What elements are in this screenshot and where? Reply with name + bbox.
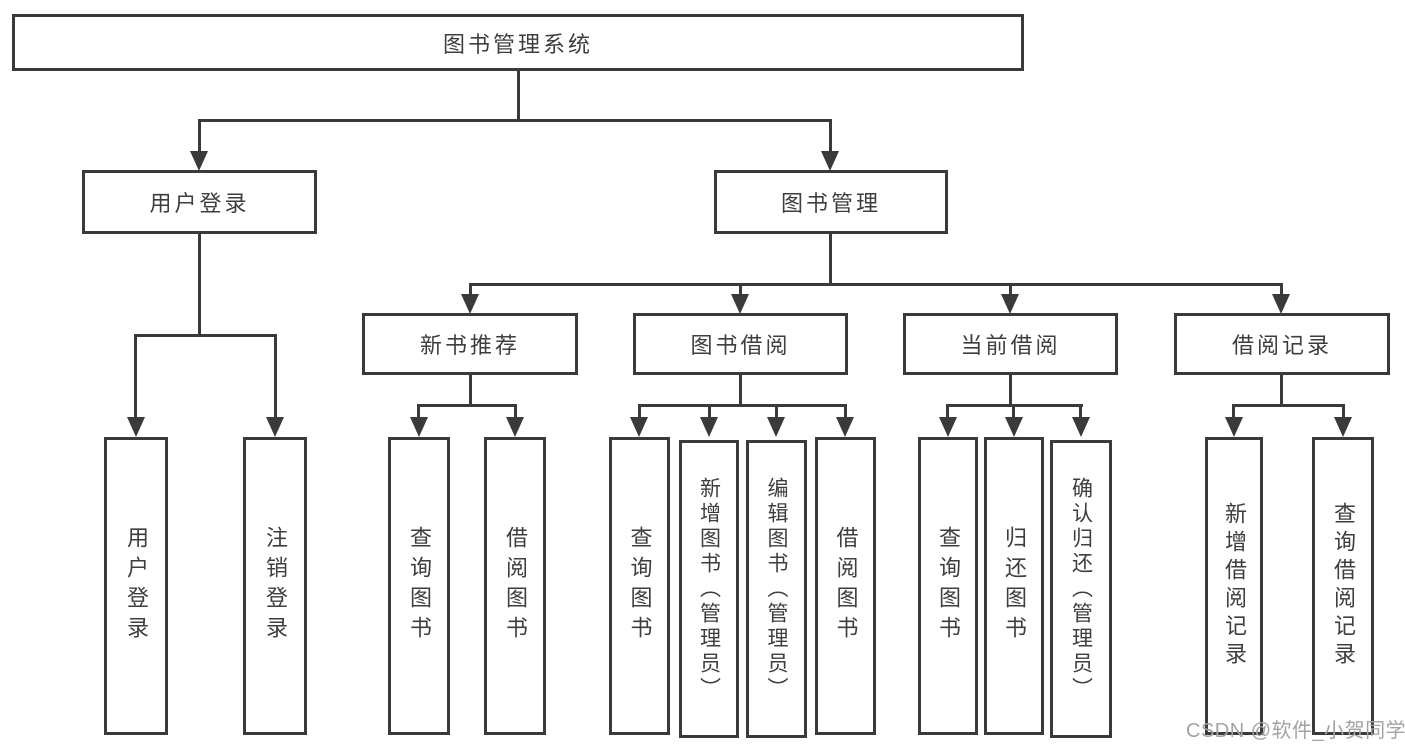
connector-line xyxy=(1280,375,1283,407)
node-label: 查询图书 xyxy=(407,526,432,646)
node-current-borrowing: 当前借阅 xyxy=(903,313,1118,375)
connector-line xyxy=(469,375,472,407)
node-label: 图书管理系统 xyxy=(442,31,593,57)
leaf-query-books-recommend: 查询图书 xyxy=(388,437,450,735)
arrow-down-icon xyxy=(127,417,145,437)
connector-line xyxy=(198,119,832,122)
node-label: 图书借阅 xyxy=(690,333,791,358)
connector-line xyxy=(739,283,742,296)
arrow-down-icon xyxy=(1334,417,1352,437)
leaf-user-login: 用户登录 xyxy=(104,437,168,735)
arrow-down-icon xyxy=(1072,417,1090,437)
connector-line xyxy=(844,404,847,418)
node-new-book-recommend: 新书推荐 xyxy=(362,313,578,375)
connector-line xyxy=(708,404,711,418)
arrow-down-icon xyxy=(939,417,957,437)
connector-line xyxy=(134,334,137,418)
arrow-down-icon xyxy=(821,151,839,171)
connector-line xyxy=(1232,404,1235,418)
arrow-down-icon xyxy=(1272,294,1290,314)
node-label: 借阅记录 xyxy=(1231,333,1332,358)
connector-line xyxy=(417,404,517,407)
leaf-edit-books-admin: 编辑图书（管理员） xyxy=(746,440,807,738)
node-label: 当前借阅 xyxy=(960,333,1061,358)
arrow-down-icon xyxy=(767,417,785,437)
connector-line xyxy=(1280,283,1283,296)
node-label: 图书管理 xyxy=(780,191,881,216)
node-root: 图书管理系统 xyxy=(12,14,1024,71)
node-label: 归还图书 xyxy=(1002,526,1027,646)
arrow-down-icon xyxy=(410,417,428,437)
arrow-down-icon xyxy=(1225,417,1243,437)
node-borrowing-records: 借阅记录 xyxy=(1174,313,1390,375)
node-label: 编辑图书（管理员） xyxy=(765,476,788,702)
connector-line xyxy=(1009,375,1012,407)
node-user-login: 用户登录 xyxy=(82,170,317,234)
node-label: 借阅图书 xyxy=(833,526,859,646)
connector-line xyxy=(198,119,201,153)
leaf-query-books-current: 查询图书 xyxy=(918,437,978,735)
arrow-down-icon xyxy=(700,417,718,437)
node-label: 新增借阅记录 xyxy=(1222,502,1247,670)
connector-line xyxy=(274,334,277,418)
connector-line xyxy=(775,404,778,418)
leaf-query-borrow-record: 查询借阅记录 xyxy=(1312,437,1374,735)
connector-line xyxy=(829,234,832,286)
node-book-management: 图书管理 xyxy=(714,170,948,234)
connector-line xyxy=(469,283,1283,286)
node-label: 注销登录 xyxy=(263,526,288,646)
arrow-down-icon xyxy=(1005,417,1023,437)
leaf-borrow-books-recommend: 借阅图书 xyxy=(484,437,546,735)
node-label: 查询图书 xyxy=(627,526,653,646)
leaf-logout: 注销登录 xyxy=(243,437,307,735)
connector-line xyxy=(517,70,520,122)
arrow-down-icon xyxy=(836,417,854,437)
node-label: 查询借阅记录 xyxy=(1331,502,1356,670)
node-label: 确认归还（管理员） xyxy=(1069,476,1093,702)
node-book-borrowing: 图书借阅 xyxy=(633,313,848,375)
arrow-down-icon xyxy=(461,294,479,314)
leaf-borrow-books-borrow: 借阅图书 xyxy=(815,437,876,735)
connector-line xyxy=(198,234,201,337)
arrow-down-icon xyxy=(630,417,648,437)
connector-line xyxy=(417,404,420,418)
connector-line xyxy=(514,404,517,418)
connector-line xyxy=(946,404,949,418)
connector-line xyxy=(1342,404,1345,418)
arrow-down-icon xyxy=(1001,294,1019,314)
connector-line xyxy=(134,334,277,337)
connector-line xyxy=(638,404,641,418)
leaf-query-books-borrow: 查询图书 xyxy=(609,437,670,735)
connector-line xyxy=(1232,404,1345,407)
arrow-down-icon xyxy=(731,294,749,314)
connector-line xyxy=(829,119,832,153)
connector-line xyxy=(638,404,847,407)
node-label: 借阅图书 xyxy=(503,526,528,646)
node-label: 用户登录 xyxy=(149,191,250,216)
connector-line xyxy=(469,283,472,296)
connector-line xyxy=(1009,283,1012,296)
node-label: 用户登录 xyxy=(124,526,149,646)
connector-line xyxy=(1079,404,1082,418)
node-label: 新增图书（管理员） xyxy=(697,476,721,702)
node-label: 新书推荐 xyxy=(419,333,520,358)
connector-line xyxy=(739,375,742,407)
leaf-confirm-return-admin: 确认归还（管理员） xyxy=(1050,440,1112,738)
arrow-down-icon xyxy=(266,417,284,437)
leaf-add-borrow-record: 新增借阅记录 xyxy=(1205,437,1263,735)
arrow-down-icon xyxy=(190,151,208,171)
leaf-return-books: 归还图书 xyxy=(984,437,1044,735)
leaf-add-books-admin: 新增图书（管理员） xyxy=(679,440,739,738)
csdn-watermark: CSDN @软件_小贺同学 xyxy=(1186,720,1405,742)
connector-line xyxy=(1012,404,1015,418)
node-label: 查询图书 xyxy=(936,526,961,646)
arrow-down-icon xyxy=(506,417,524,437)
